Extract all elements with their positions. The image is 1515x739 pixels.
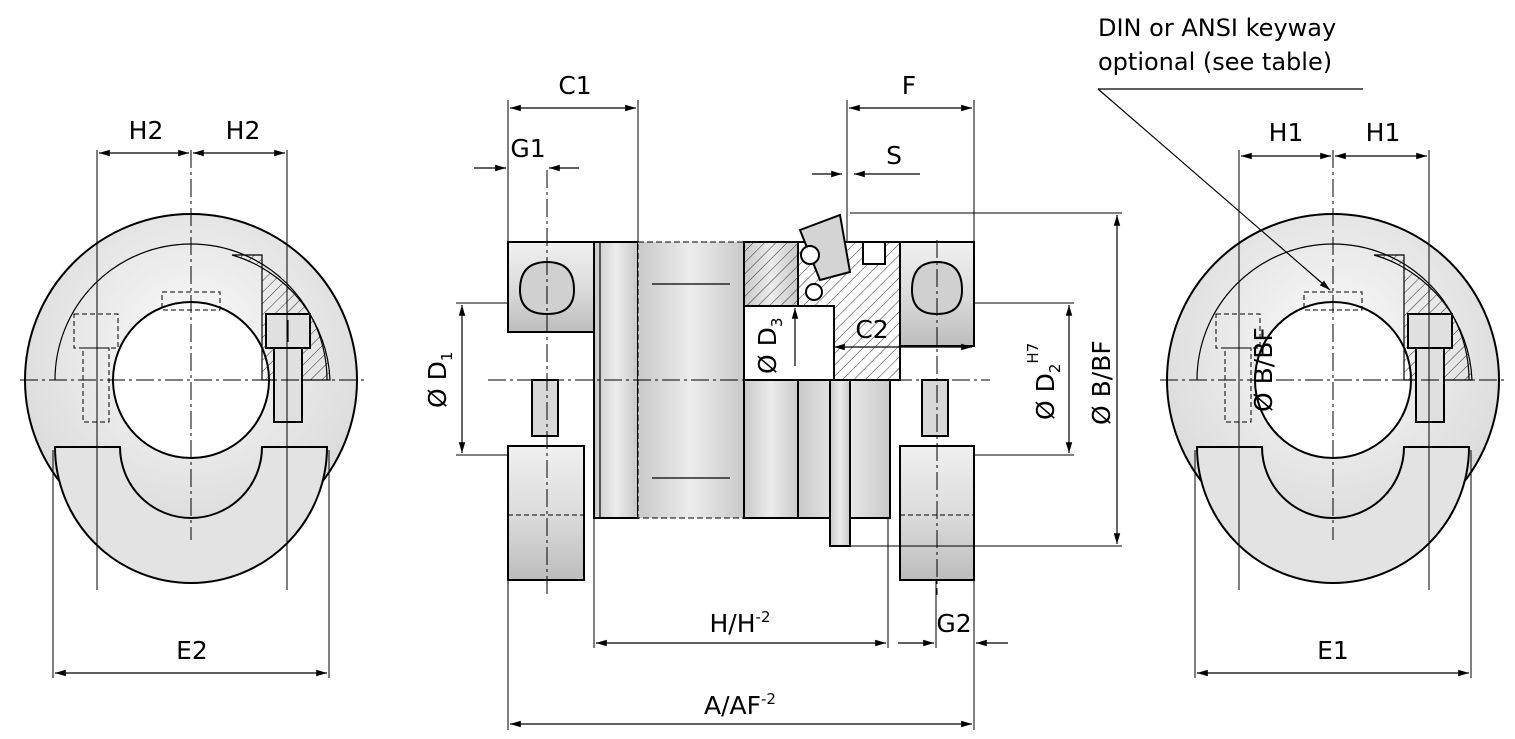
right-screw [1407,313,1453,349]
label-c1: C1 [558,71,591,100]
label-c2: C2 [855,315,888,344]
label-g1: G1 [510,134,545,163]
small-screw [862,241,886,265]
label-f: F [902,71,916,100]
label-h2-right: H2 [226,116,261,145]
label-h-h2: H/H-2 [710,608,771,638]
note-keyway-line1: DIN or ANSI keyway [1098,14,1336,42]
left-end-view: H2 H2 E2 [20,116,365,678]
right-step [829,379,851,547]
right-screw-shank [1415,347,1445,423]
label-d2: Ø D2H7 [1024,343,1064,420]
label-h1-left: H1 [1269,118,1304,147]
left-hub-lower [507,445,585,581]
ball-upper [800,245,820,265]
label-a-af2: A/AF-2 [704,690,776,720]
label-h2-left: H2 [129,116,164,145]
right-clamp-hub [1195,446,1471,584]
label-e2: E2 [176,636,208,665]
center-side-view: C1 G1 F S C2 Ø D1 Ø D3 Ø D2H7 Ø B/BF [423,71,1122,730]
left-screw-shank-hidden [82,347,110,423]
label-s: S [886,141,902,170]
label-d1: Ø D1 [423,352,456,408]
right-screw-shank-hidden [1224,347,1252,423]
label-g2: G2 [936,609,971,638]
ball-lower [805,283,823,301]
right-hub-screw-shank [921,379,949,437]
label-b-bf-right: Ø B/BF [1249,327,1278,412]
left-clamp-hub [53,446,329,584]
left-hub-screw-shank [531,379,559,437]
left-screw-shank [273,347,303,423]
right-hub-screw-head [910,260,964,316]
label-b-bf: Ø B/BF [1087,340,1116,425]
label-h1-right: H1 [1366,118,1401,147]
label-e1: E1 [1317,636,1349,665]
inner-bore-d3 [743,305,835,381]
label-d3: Ø D3 [753,318,786,374]
right-end-view: H1 H1 Ø B/BF E1 DIN or ANSI keyway optio… [1097,14,1505,678]
note-keyway-line2: optional (see table) [1098,48,1332,76]
